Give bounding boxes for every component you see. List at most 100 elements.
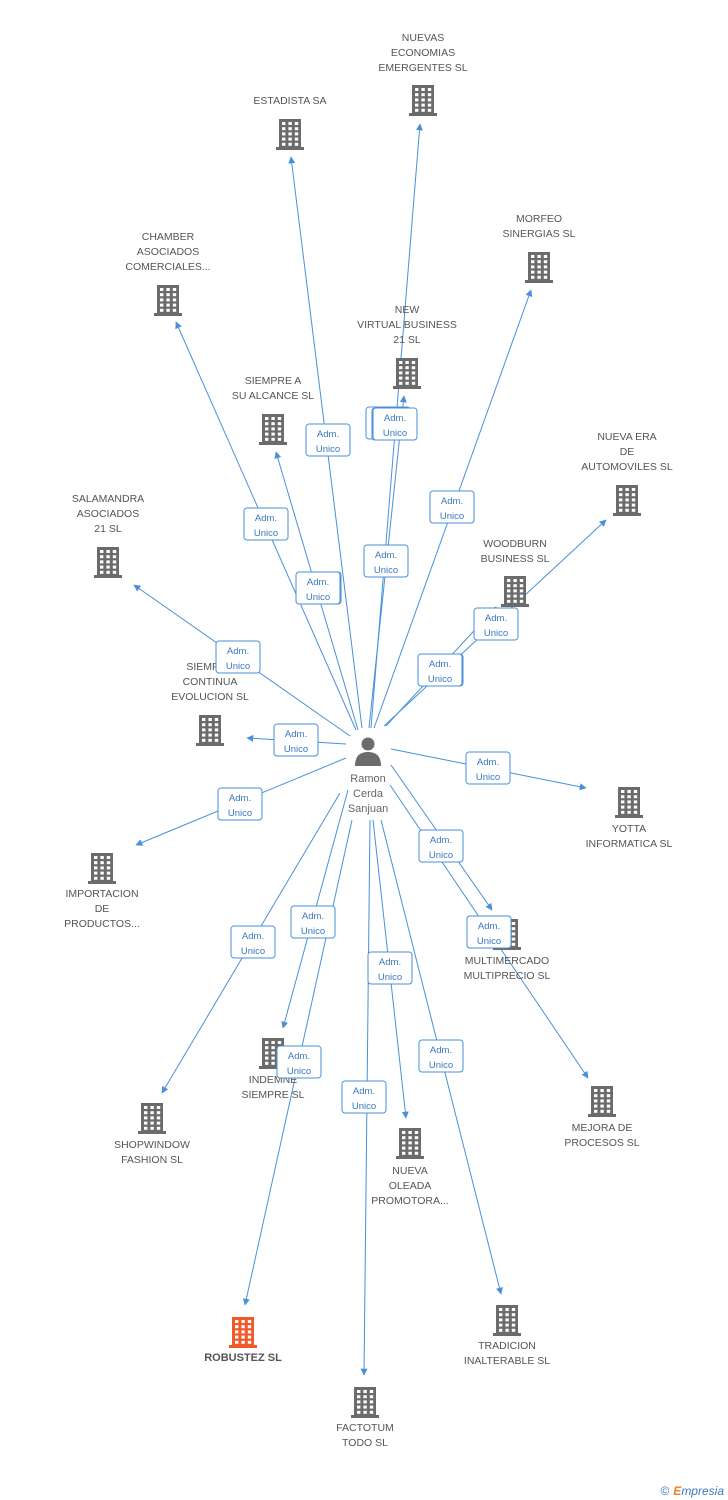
company-node-siempre-alcance[interactable]: SIEMPRE ASU ALCANCE SL [232,375,314,445]
company-label: PROMOTORA... [371,1195,448,1207]
edge-role-text: Unico [378,972,402,983]
edge-role-label[interactable]: Adm.Unico [466,915,512,949]
person-icon-head [361,737,375,751]
company-label: YOTTA [612,823,646,835]
edge-role-label[interactable]: Adm.Unico [429,490,475,524]
edge-role-label[interactable]: Adm. Unico [465,751,511,785]
edge-role-text: Adm. [384,413,406,424]
edge-role-label[interactable]: Adm.Unico [305,423,351,457]
company-label: SU ALCANCE SL [232,390,314,402]
company-node-chamber[interactable]: CHAMBERASOCIADOSCOMERCIALES... [125,231,211,316]
edge-role-box [305,423,351,457]
edge-role-text: Adm. [255,513,277,524]
building-icon-highlight [229,1317,257,1348]
building-icon [613,485,641,516]
company-label: SALAMANDRA [72,493,144,505]
building-icon [259,414,287,445]
edge-role-label[interactable]: Adm.Unico [372,407,418,441]
edge-role-box [417,653,463,687]
edge-role-label[interactable]: Adm.Unico [273,723,319,757]
edge-role-label[interactable]: Adm. Unico [243,507,289,541]
edge-labels-layer: Adm.UnicoAdm.UnicoAdm.UnicoAdm.UnicoAdm.… [215,406,519,1114]
edge-role-label[interactable]: Adm.Unico [473,607,519,641]
edge-role-text: Unico [429,1060,453,1071]
edge-role-label[interactable]: Adm.Unico [295,571,341,605]
company-node-importacion[interactable]: IMPORTACIONDEPRODUCTOS... [64,853,140,930]
edge-role-text: Unico [429,850,453,861]
company-label: DE [95,903,110,915]
edge-role-text: Adm. [285,729,307,740]
edge-role-text: Adm. [379,957,401,968]
edge-role-label[interactable]: Adm.Unico [341,1080,387,1114]
edge-role-box [276,1045,322,1079]
person-name: Ramon [350,773,385,785]
company-label: MORFEO [516,213,562,225]
edge-role-text: Adm. [430,1045,452,1056]
edge-role-text: Adm. [429,659,451,670]
company-node-robustez[interactable]: ROBUSTEZ SL [204,1317,282,1364]
edge-role-text: Unico [484,628,508,639]
company-label: NUEVA [392,1165,427,1177]
edge-role-text: Unico [428,674,452,685]
edge-role-text: Unico [476,772,500,783]
company-label: MULTIPRECIO SL [464,970,551,982]
footer-brand[interactable]: ©Empresia [660,1484,724,1498]
edge-role-text: Unico [254,528,278,539]
edge-role-label[interactable]: Adm.Unico [215,640,261,674]
edge-role-label[interactable]: Adm. Unico [367,951,413,985]
company-node-factotum[interactable]: FACTOTUM TODO SL [336,1387,394,1449]
company-label: EVOLUCION SL [171,691,249,703]
edge-role-text: Adm. [302,911,324,922]
company-label: TODO SL [342,1437,388,1449]
company-label: MULTIMERCADO [465,955,549,967]
company-label: FACTOTUM [336,1422,394,1434]
edge-role-label[interactable]: Adm.Unico [217,787,263,821]
company-node-estadista[interactable]: ESTADISTA SA [253,95,327,150]
copyright-symbol: © [660,1484,670,1498]
edge-role-label[interactable]: Adm. Unico [417,653,463,687]
edge-role-text: Unico [374,565,398,576]
edge-role-label[interactable]: Adm.Unico [290,905,336,939]
edge-role-label[interactable]: Adm.Unico [363,544,409,578]
building-icon [94,547,122,578]
edge-role-text: Adm. [242,931,264,942]
company-label: NEW [395,304,420,316]
edge-role-label[interactable]: Adm.Unico [276,1045,322,1079]
building-icon [393,358,421,389]
edge-role-text: Unico [440,511,464,522]
edge-role-label[interactable]: Adm.Unico [418,829,464,863]
edge-role-text: Adm. [478,921,500,932]
edge-role-text: Unico [228,808,252,819]
company-label: SIEMPRE SL [241,1089,304,1101]
person-name: Sanjuan [348,803,388,815]
edge-role-box [429,490,475,524]
company-label: FASHION SL [121,1154,183,1166]
edge-role-text: Unico [241,946,265,957]
edge-role-box [295,571,341,605]
company-label: PROCESOS SL [564,1137,639,1149]
edge-role-text: Unico [316,444,340,455]
edge-role-box [473,607,519,641]
edge-role-text: Adm. [477,757,499,768]
edge-role-label[interactable]: Adm. Unico [230,925,276,959]
company-label: IMPORTACION [65,888,138,900]
building-icon [525,252,553,283]
edge-role-label[interactable]: Adm. Unico [418,1039,464,1073]
edge-role-box [367,951,413,985]
company-node-nueva-oleada[interactable]: NUEVAOLEADAPROMOTORA... [371,1128,449,1207]
person-name: Cerda [353,788,384,800]
edge-role-box [418,829,464,863]
